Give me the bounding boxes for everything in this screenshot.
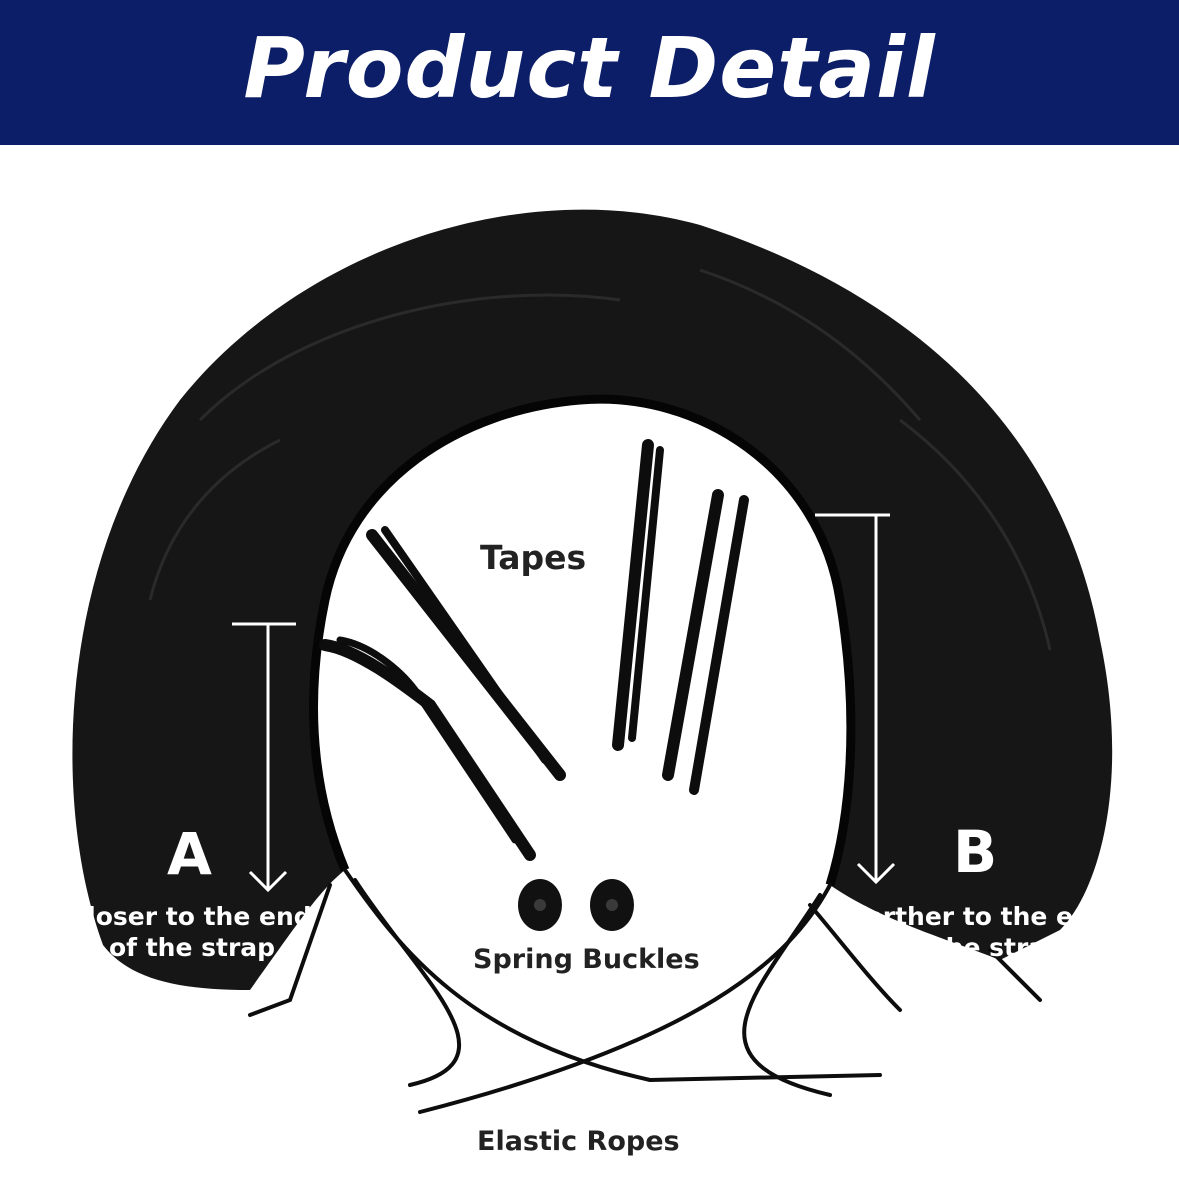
tapes-label: Tapes (480, 538, 587, 577)
side-b-line-1: farther to the end (855, 902, 1109, 931)
side-a-line-2: of the strap (108, 933, 276, 962)
tapes-illustration (319, 439, 749, 861)
side-b-line-2: of the strap (896, 933, 1064, 962)
spring-buckles-illustration (518, 879, 634, 931)
banner-title: Product Detail (243, 19, 936, 117)
measure-markers (232, 513, 896, 893)
side-a-description: closer to the end of the strap (72, 901, 312, 963)
side-a-line-1: closer to the end (72, 902, 312, 931)
spring-buckles-label: Spring Buckles (473, 944, 700, 975)
title-banner: Product Detail (0, 0, 1179, 145)
elastic-ropes-label: Elastic Ropes (477, 1126, 680, 1157)
side-b-description: farther to the end of the strap (855, 901, 1109, 963)
elastic-ropes-illustration (248, 868, 1042, 1114)
side-b-letter: B (953, 818, 998, 886)
cover-fabric (72, 209, 1113, 991)
side-a-letter: A (167, 820, 212, 888)
